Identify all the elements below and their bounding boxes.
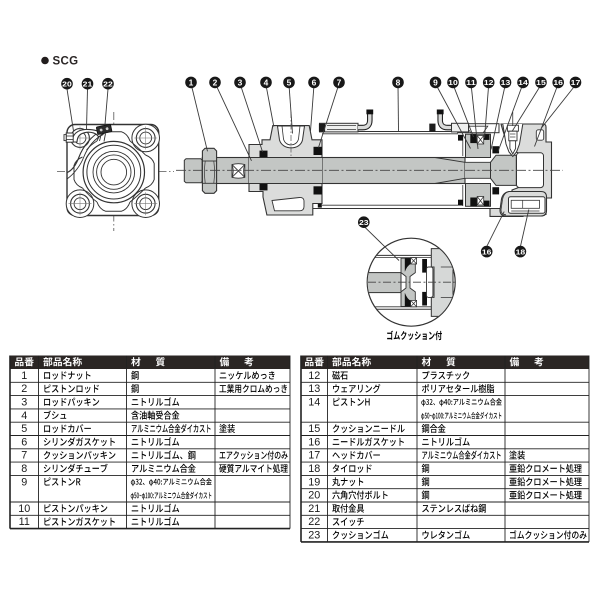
svg-text:16: 16 — [308, 436, 320, 448]
svg-text:1: 1 — [189, 77, 194, 87]
svg-text:22: 22 — [308, 516, 320, 528]
svg-text:21: 21 — [83, 80, 93, 89]
svg-text:16: 16 — [553, 78, 563, 87]
svg-text:1: 1 — [21, 370, 27, 382]
svg-text:7: 7 — [337, 77, 342, 87]
svg-text:12: 12 — [484, 78, 494, 87]
svg-text:6: 6 — [312, 77, 317, 87]
svg-text:13: 13 — [501, 78, 511, 87]
svg-text:12: 12 — [308, 370, 320, 382]
svg-text:14: 14 — [308, 397, 320, 409]
svg-text:22: 22 — [103, 80, 113, 89]
svg-text:11: 11 — [19, 516, 30, 528]
svg-text:23: 23 — [308, 530, 320, 542]
svg-text:5: 5 — [21, 423, 27, 435]
svg-text:5: 5 — [287, 77, 292, 87]
svg-text:9: 9 — [21, 476, 27, 488]
svg-text:9: 9 — [433, 77, 438, 87]
svg-text:14: 14 — [518, 78, 528, 87]
svg-text:8: 8 — [396, 77, 401, 87]
svg-text:18: 18 — [308, 463, 320, 475]
svg-text:8: 8 — [21, 463, 27, 475]
svg-text:21: 21 — [308, 503, 320, 515]
svg-text:10: 10 — [448, 78, 458, 87]
svg-text:19: 19 — [308, 476, 320, 488]
svg-text:18: 18 — [516, 247, 526, 256]
svg-text:4: 4 — [264, 77, 269, 87]
svg-text:15: 15 — [308, 423, 320, 435]
svg-text:6: 6 — [21, 436, 27, 448]
svg-text:23: 23 — [359, 218, 369, 227]
svg-text:17: 17 — [308, 450, 320, 462]
svg-text:3: 3 — [238, 77, 243, 87]
svg-text:20: 20 — [62, 80, 72, 89]
svg-text:10: 10 — [18, 503, 30, 515]
svg-text:2: 2 — [21, 383, 27, 395]
svg-text:4: 4 — [21, 410, 27, 422]
svg-text:2: 2 — [213, 77, 218, 87]
svg-text:3: 3 — [21, 397, 27, 409]
svg-text:20: 20 — [308, 490, 320, 502]
svg-text:17: 17 — [571, 78, 581, 87]
svg-text:SCG: SCG — [53, 56, 79, 68]
svg-text:16: 16 — [482, 247, 492, 256]
svg-text:13: 13 — [308, 383, 320, 395]
svg-text:15: 15 — [536, 78, 546, 87]
svg-text:7: 7 — [21, 450, 27, 462]
svg-text:11: 11 — [466, 78, 477, 87]
